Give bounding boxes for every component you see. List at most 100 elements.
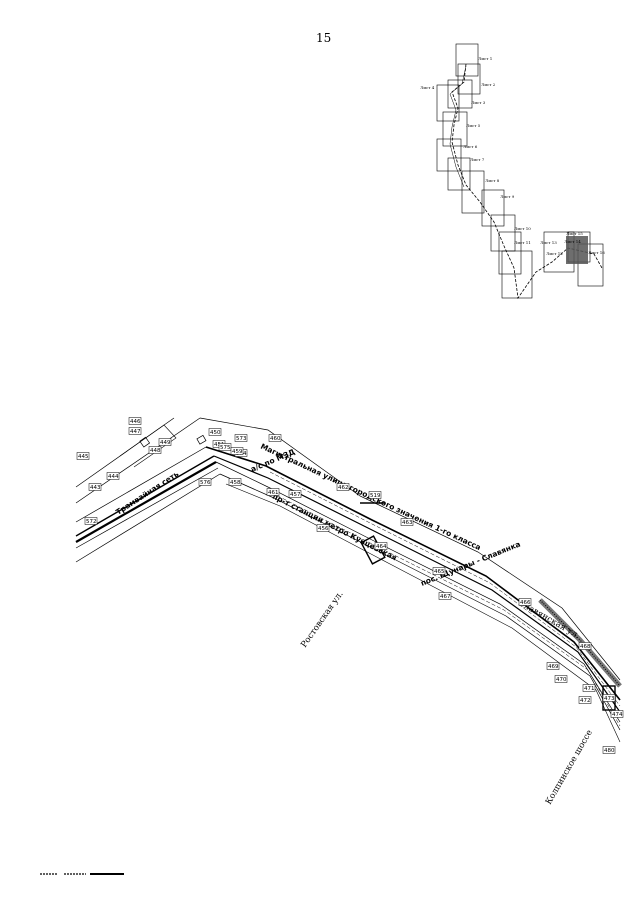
road-edge [75, 473, 221, 563]
parcel-label-box: 480 [602, 746, 616, 754]
parcel-number: 450 [210, 430, 221, 436]
parcel-box [554, 675, 568, 683]
parcel-box [268, 434, 282, 442]
parcel-number: 460 [270, 436, 281, 442]
sheet-label: Лист 16 [588, 250, 605, 255]
parcel-number: 466 [520, 600, 531, 606]
tram-track-bold [75, 461, 217, 543]
parcel-box [578, 696, 592, 704]
parcel-number: 446 [130, 419, 141, 425]
road-label-tram: Трамвайная сеть [114, 469, 180, 516]
plot-outline [119, 424, 177, 468]
road-edge [219, 473, 621, 731]
sheet-frame-3 [447, 79, 473, 109]
sheet-frame-6 [436, 138, 462, 172]
street-label-rostov: Ростовская ул. [299, 589, 345, 649]
sheet-frame-11 [498, 231, 522, 275]
parcel-label-box: 457 [288, 490, 302, 498]
parcel-box [316, 524, 330, 532]
parcel-number: 473 [604, 696, 615, 702]
parcel-number: 443 [90, 485, 101, 491]
parcel-box [432, 567, 446, 575]
parcel-number: 474 [612, 712, 623, 718]
parcel-label-box: 466 [518, 598, 532, 606]
parcel-number: 456 [318, 526, 329, 532]
parcel-box [336, 483, 350, 491]
parcel-label-box: 464 [374, 542, 388, 550]
parcel-label-box: 576 [198, 478, 212, 486]
parcel-number: 472 [580, 698, 591, 704]
road-edge [75, 446, 207, 523]
parcel-label-box: 470 [554, 675, 568, 683]
sheet-label: Лист 7 [470, 157, 485, 162]
parcel-label-box: 469 [546, 662, 560, 670]
parcel-box [602, 746, 616, 754]
parcel-label-box: 444 [106, 472, 120, 480]
parcel-label-box: 448 [148, 446, 162, 454]
rail-hatch [538, 598, 622, 688]
parcel-number: 448 [150, 448, 161, 454]
sheet-label: Лист 3 [471, 100, 486, 105]
parcel-box [198, 478, 212, 486]
parcel-number: 457 [290, 492, 301, 498]
parcel-label-box: 573 [234, 434, 248, 442]
sheet-label: Лист 2 [481, 82, 496, 87]
sheet-label: Лист 13 [540, 240, 557, 245]
plan-labels: а/с по МЗД Магистральная улица городског… [114, 442, 595, 807]
parcel-box [106, 472, 120, 480]
parcel-box [610, 710, 624, 718]
parcel-label-box: 445 [76, 452, 90, 460]
parcel-label-box: 458 [228, 478, 242, 486]
parcel-label-box: 463 [400, 518, 414, 526]
parcel-box [88, 483, 102, 491]
parcel-label-box: 474 [610, 710, 624, 718]
street-label-kolpino: Колпинское шоссе [544, 728, 595, 806]
lane-line [271, 492, 621, 727]
parcel-box [546, 662, 560, 670]
parcel-label-box: 471 [582, 684, 596, 692]
key-route-line [451, 63, 603, 300]
parcel-label-box: 465 [432, 567, 446, 575]
parcel-number: 573 [236, 436, 247, 442]
parcel-number: 444 [108, 474, 119, 480]
sheet-frame-1 [455, 43, 479, 77]
parcel-number: 459 [232, 449, 243, 455]
sheet-frame-16 [577, 243, 604, 287]
parcel-label-box: 467 [438, 592, 452, 600]
parcel-box [76, 452, 90, 460]
sheet-frame-4 [436, 84, 460, 122]
parcel-number: 480 [604, 748, 615, 754]
parcel-label-box: 449 [158, 438, 172, 446]
road-edge [199, 417, 621, 681]
sheet-label: Лист 14 [564, 239, 581, 244]
building-outline [196, 434, 207, 445]
road-edge [213, 455, 621, 713]
parcel-label-box: 459 [230, 447, 244, 455]
parcel-label-box: 456 [316, 524, 330, 532]
sheet-frame-9 [481, 189, 505, 227]
sheet-frame-12 [501, 250, 533, 299]
sheet-label: Лист 9 [500, 194, 515, 199]
parcel-label-box: 572 [84, 517, 98, 525]
parcel-box [208, 428, 222, 436]
sheet-label: Лист 15 [566, 231, 583, 236]
parcel-label-box: 443 [88, 483, 102, 491]
key-route-edge [449, 65, 467, 188]
sheet-label: Лист 5 [466, 123, 481, 128]
parcel-number: 575 [220, 445, 231, 451]
sheet-index-map [436, 43, 604, 300]
parcel-box [228, 478, 242, 486]
highlighted-sheet-hatch [566, 236, 588, 264]
parcel-number: 572 [86, 519, 97, 525]
parcel-number: 470 [556, 677, 567, 683]
parcel-box [218, 443, 232, 451]
sheet-frame-8 [461, 170, 485, 214]
parcel-label-box: 473 [602, 694, 616, 702]
parcel-number: 469 [548, 664, 559, 670]
road-edge-bold [205, 446, 621, 701]
parcel-number: 576 [200, 480, 211, 486]
page-number: 15 [316, 31, 332, 45]
building-outline [139, 436, 151, 448]
parcel-box [578, 642, 592, 650]
parcel-number: 445 [78, 454, 89, 460]
